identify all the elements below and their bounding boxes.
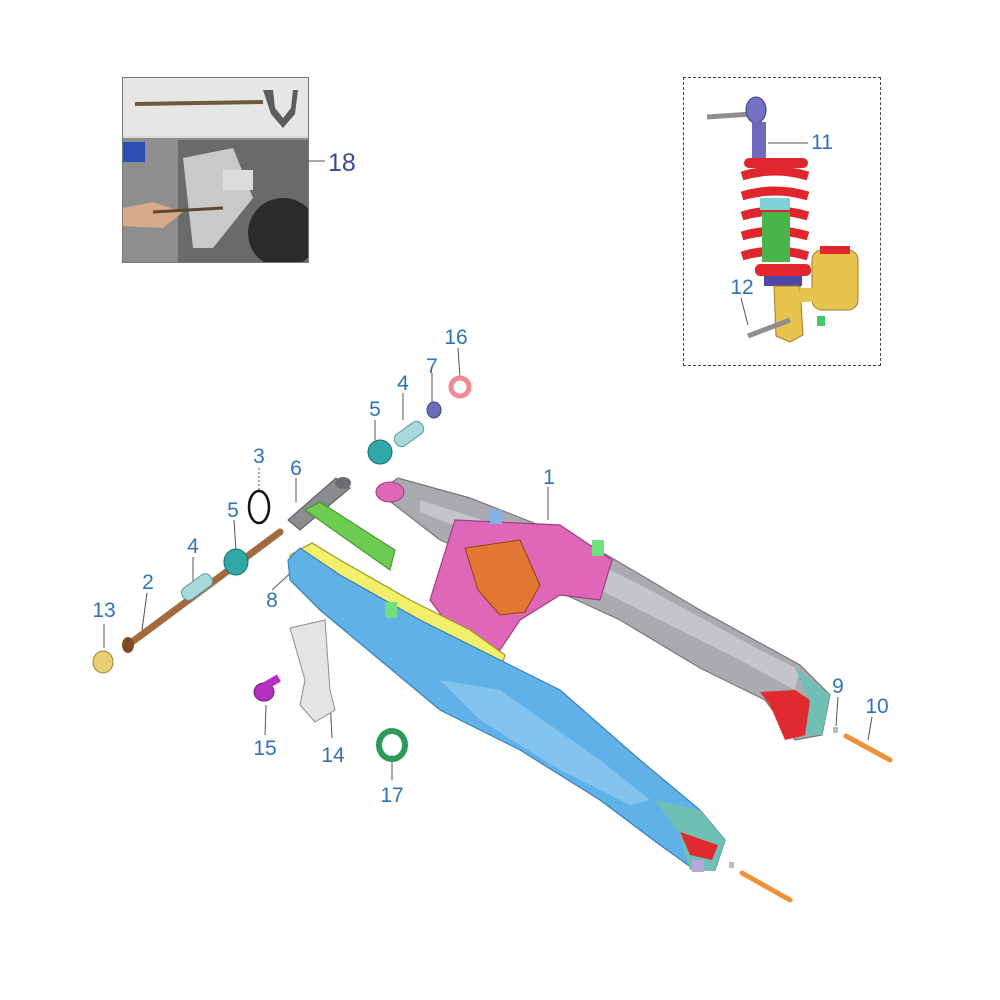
part-10-axle-bolt (843, 733, 893, 763)
callout-9: 9 (832, 675, 844, 698)
part-4-bushing-right (393, 420, 425, 448)
callout-10: 10 (865, 695, 889, 718)
shock-inset-frame (683, 77, 881, 366)
part-17-collar (376, 728, 408, 762)
leader-lines (103, 142, 873, 780)
callout-13: 13 (92, 599, 116, 622)
callout-4-left: 4 (187, 535, 199, 558)
callout-11: 11 (811, 131, 833, 154)
callout-14: 14 (321, 744, 345, 767)
tool-photo (123, 78, 308, 262)
part-15-bolt (253, 674, 281, 702)
callout-18: 18 (328, 149, 356, 177)
part-12-lower-bolt (747, 317, 791, 339)
callout-2: 2 (142, 571, 154, 594)
part-10-axle-bolt-lower (739, 870, 793, 903)
callout-6: 6 (290, 457, 302, 480)
part-4-bushing-left (181, 573, 213, 601)
callout-5-left: 5 (227, 499, 239, 522)
part-13-nut (92, 650, 114, 674)
part-5-bearing-left (223, 548, 249, 576)
callout-5-right: 5 (369, 398, 381, 421)
part-16-washer (448, 375, 472, 399)
part-6-spacer (287, 477, 396, 571)
tool-photo-inset (122, 77, 309, 263)
part-7-cap (426, 401, 442, 419)
callout-15: 15 (253, 737, 277, 760)
callout-17: 17 (380, 784, 404, 807)
callout-12: 12 (730, 276, 754, 299)
part-3-o-ring (247, 489, 271, 525)
callout-8: 8 (266, 589, 278, 612)
part-14-bracket (289, 619, 336, 723)
callout-4-right: 4 (397, 372, 409, 395)
part-9-washer-lower (729, 862, 734, 868)
swingarm-crossmember (429, 510, 613, 651)
part-5-bearing-right (367, 439, 393, 465)
swingarm-left-arm (287, 547, 726, 872)
callout-1: 1 (543, 466, 555, 489)
part-11-shock-absorber (706, 96, 859, 343)
callout-16: 16 (444, 326, 468, 349)
callout-7: 7 (426, 355, 438, 378)
callout-3: 3 (253, 445, 265, 468)
part-9-washer (833, 727, 838, 733)
